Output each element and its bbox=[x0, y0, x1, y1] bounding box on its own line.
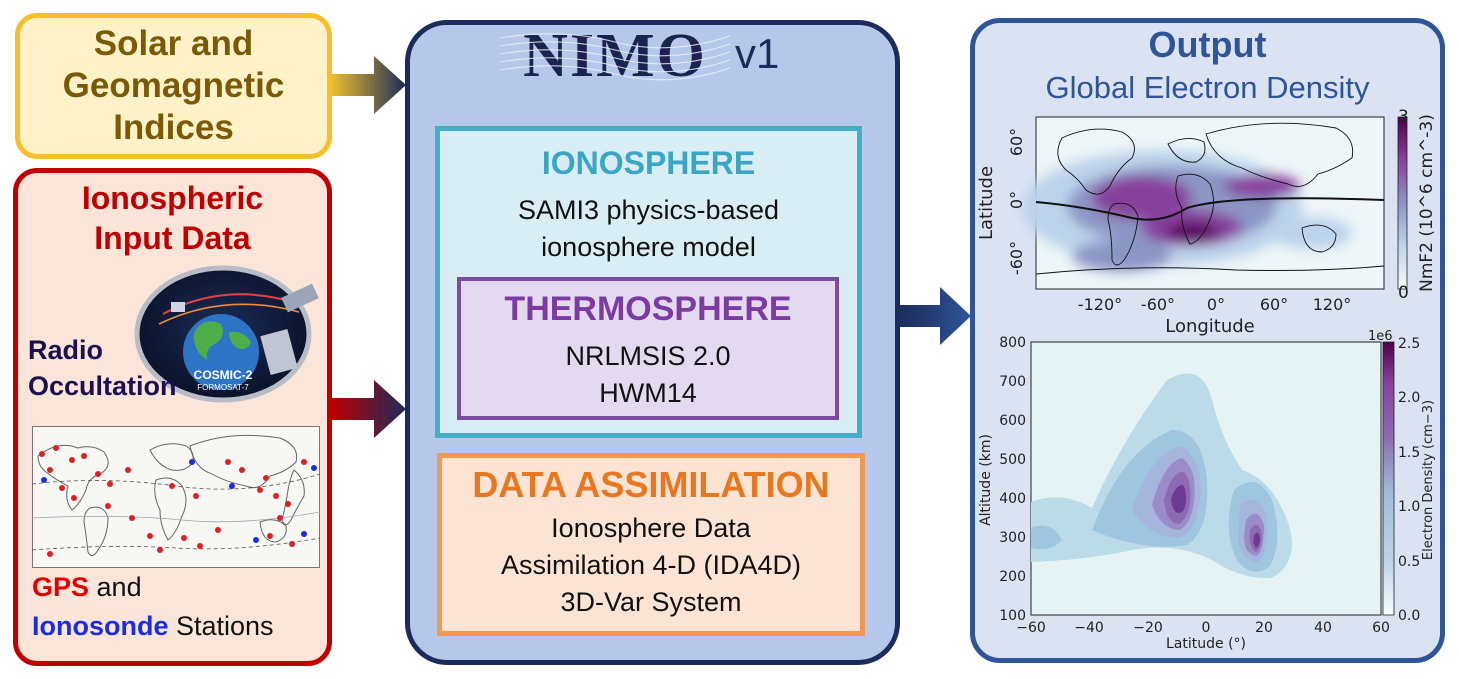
density-profile-plot: 1e6 2.5 2.0 1.5 1.0 0.5 0.0 Electron Den… bbox=[978, 330, 1436, 652]
cosmic2-logo-text: COSMIC-2 bbox=[194, 368, 253, 382]
data-assimilation-title: DATA ASSIMILATION bbox=[472, 464, 830, 505]
lat-tick-0: 0 bbox=[1202, 620, 1211, 636]
solar-geomagnetic-title: Solar and Geomagnetic Indices bbox=[62, 24, 285, 147]
nmf2-map-plot: 3 0 NmF2 (10^6 cm^-3) Latitude 60° 0° -6… bbox=[976, 108, 1437, 337]
alt-tick-500: 500 bbox=[999, 452, 1026, 468]
ionospheric-input-box bbox=[13, 168, 332, 666]
map-y-label: Latitude bbox=[976, 166, 997, 240]
nimo-logo: NIMO NIMO bbox=[500, 24, 730, 88]
map-x-label: Longitude bbox=[1165, 316, 1255, 337]
ionosonde-label: Ionosonde bbox=[32, 611, 169, 641]
map-x-tick-3: 0° bbox=[1207, 295, 1225, 314]
cbar-tick-2-0: 2.0 bbox=[1398, 390, 1420, 406]
map-coastlines bbox=[1035, 122, 1385, 275]
cbar-tick-2-5: 2.5 bbox=[1398, 336, 1420, 352]
map-colorbar-tick-top: 3 bbox=[1398, 108, 1409, 127]
map-y-tick-60: 60° bbox=[1007, 128, 1026, 156]
nimo-logo-text: NIMO bbox=[523, 24, 707, 88]
magnetic-equator-line bbox=[1035, 197, 1385, 221]
lat-tick-40: 40 bbox=[1314, 620, 1332, 636]
map-x-tick-4: 60° bbox=[1260, 295, 1288, 314]
map-colorbar-tick-bottom: 0 bbox=[1398, 283, 1409, 303]
ionospheric-input-title: Ionospheric Input Data bbox=[81, 180, 264, 256]
and-label: and bbox=[89, 572, 142, 602]
data-assimilation-description: Ionosphere Data Assimilation 4-D (IDA4D)… bbox=[500, 513, 802, 617]
cbar-tick-1-0: 1.0 bbox=[1398, 499, 1420, 515]
lat-tick-20: 20 bbox=[1255, 620, 1273, 636]
alt-tick-400: 400 bbox=[999, 491, 1026, 507]
lat-tick-minus20: −20 bbox=[1133, 620, 1163, 636]
iono-to-nimo-arrow bbox=[330, 380, 406, 438]
alt-tick-200: 200 bbox=[999, 569, 1026, 585]
solar-geomagnetic-box bbox=[15, 13, 332, 159]
cbar-tick-0-0: 0.0 bbox=[1398, 608, 1420, 624]
profile-colorbar-exponent: 1e6 bbox=[1368, 330, 1393, 344]
map-y-tick-minus60: -60° bbox=[1007, 241, 1026, 275]
thermosphere-box bbox=[457, 277, 839, 420]
data-assimilation-box bbox=[437, 453, 865, 636]
alt-tick-600: 600 bbox=[999, 413, 1026, 429]
alt-tick-700: 700 bbox=[999, 374, 1026, 390]
radio-occultation-label: Radio Occultation bbox=[28, 335, 177, 401]
lat-tick-60: 60 bbox=[1372, 620, 1390, 636]
map-colorbar bbox=[1397, 116, 1408, 290]
station-map bbox=[32, 426, 320, 568]
thermosphere-title: THERMOSPHERE bbox=[504, 290, 792, 328]
ionosphere-title: IONOSPHERE bbox=[541, 145, 756, 181]
solar-to-nimo-arrow bbox=[330, 56, 406, 114]
map-x-tick-5: 120° bbox=[1313, 295, 1352, 314]
alt-tick-800: 800 bbox=[999, 335, 1026, 351]
map-colorbar-label: NmF2 (10^6 cm^-3) bbox=[1417, 114, 1437, 292]
stations-label: Stations bbox=[168, 611, 274, 641]
map-x-tick-2: -60° bbox=[1141, 295, 1175, 314]
alt-tick-300: 300 bbox=[999, 530, 1026, 546]
map-density-field bbox=[1022, 150, 1352, 272]
profile-y-label: Altitude (km) bbox=[978, 434, 994, 526]
output-subtitle: Global Electron Density bbox=[1045, 70, 1370, 105]
thermosphere-description: NRLMSIS 2.0 HWM14 bbox=[565, 341, 731, 408]
profile-colorbar-label: Electron Density (cm−3) bbox=[1421, 400, 1436, 560]
lat-tick-minus40: −40 bbox=[1074, 620, 1104, 636]
map-y-tick-0: 0° bbox=[1007, 191, 1026, 209]
cosmic2-logo-subtext: FORMOSAT-7 bbox=[197, 383, 249, 392]
cbar-tick-0-5: 0.5 bbox=[1398, 554, 1420, 570]
nimo-version: v1 bbox=[735, 30, 780, 77]
nimo-to-output-arrow bbox=[898, 287, 971, 345]
profile-colorbar bbox=[1382, 341, 1395, 616]
ionosphere-description: SAMI3 physics-based ionosphere model bbox=[517, 195, 780, 262]
profile-x-label: Latitude (°) bbox=[1166, 636, 1246, 652]
cbar-tick-1-5: 1.5 bbox=[1398, 445, 1420, 461]
output-title: Output bbox=[1148, 24, 1267, 65]
cosmic2-logo: COSMIC-2 FORMOSAT-7 bbox=[134, 265, 319, 403]
alt-tick-100: 100 bbox=[999, 608, 1026, 624]
lat-tick-minus60: −60 bbox=[1016, 620, 1046, 636]
profile-contours bbox=[1031, 373, 1292, 579]
gps-label: GPS bbox=[32, 572, 90, 602]
map-x-tick-1: -120° bbox=[1078, 295, 1122, 314]
